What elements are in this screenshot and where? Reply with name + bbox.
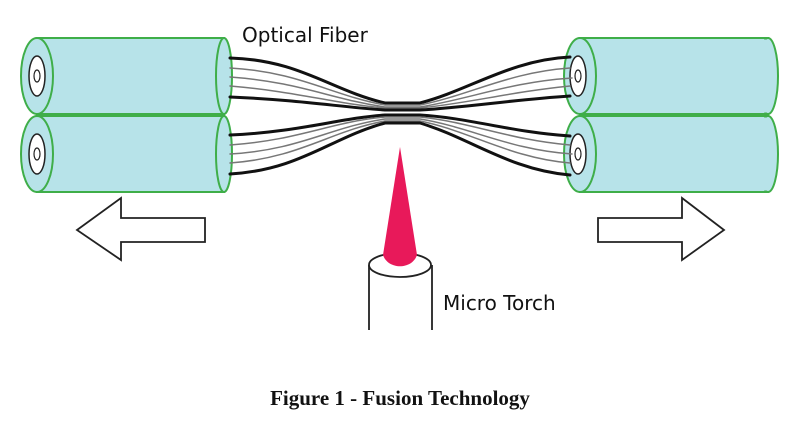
flame-icon — [383, 147, 417, 267]
torch-body — [368, 265, 433, 330]
micro-torch — [368, 147, 433, 330]
fiber-strand — [229, 116, 571, 146]
fiber-strand — [229, 85, 571, 109]
fiber-strand — [229, 76, 573, 108]
right-arrow-icon — [597, 196, 726, 262]
left-upper-cylinder — [20, 37, 233, 115]
fiber-strand — [228, 113, 572, 138]
left-lower-cylinder — [20, 115, 233, 193]
left-fiber-holders — [20, 37, 233, 193]
right-upper-cylinder — [563, 37, 779, 115]
fiber-strand — [229, 67, 571, 106]
fiber-strand — [229, 120, 571, 164]
fiber-strand — [228, 55, 572, 105]
left-arrow-icon — [75, 196, 206, 262]
optical-fiber-label: Optical Fiber — [242, 23, 369, 47]
right-lower-cylinder — [563, 115, 779, 193]
optical-fibers — [228, 55, 573, 177]
figure-caption: Figure 1 - Fusion Technology — [270, 386, 530, 410]
right-fiber-holders — [563, 37, 779, 193]
fiber-strand — [228, 121, 572, 177]
fiber-strand — [228, 94, 572, 112]
micro-torch-label: Micro Torch — [443, 291, 556, 315]
fiber-strand — [229, 118, 573, 155]
